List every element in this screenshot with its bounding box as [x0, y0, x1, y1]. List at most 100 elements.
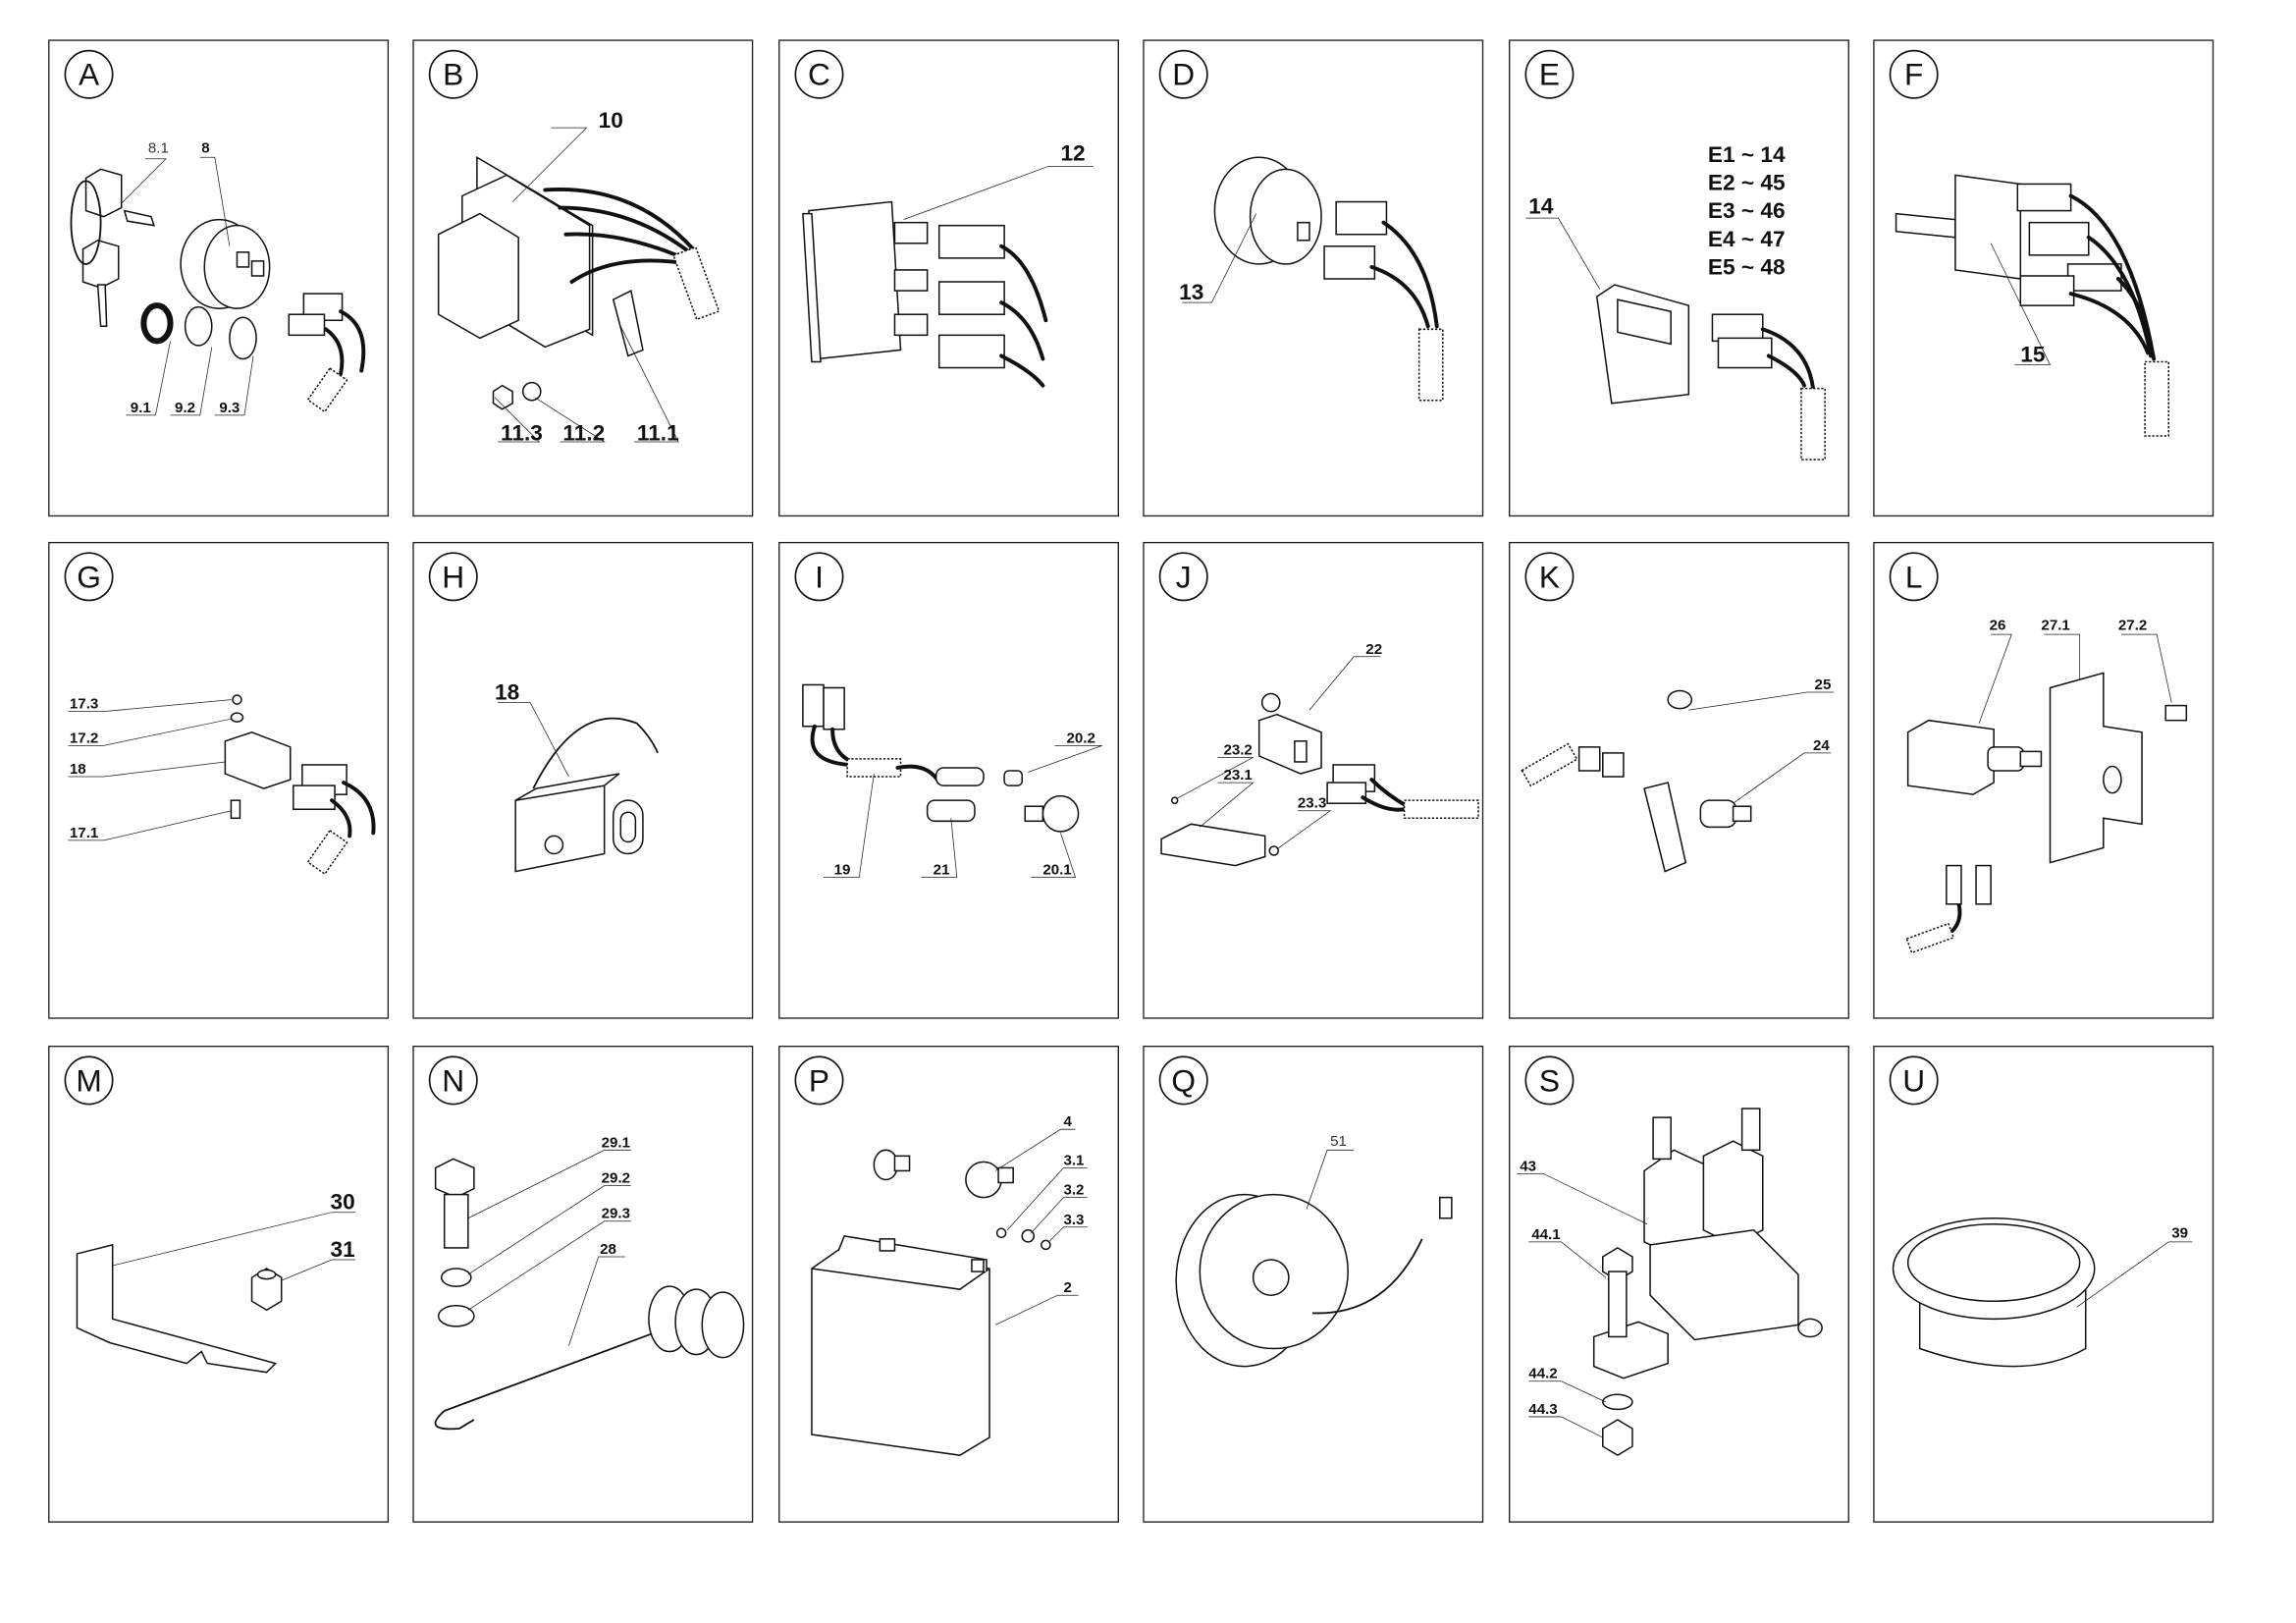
- callout-label: 11.3: [501, 420, 543, 445]
- callout-label: 39: [2171, 1224, 2188, 1241]
- callout-label: 27.2: [2118, 618, 2147, 634]
- callout-label: 23.2: [1223, 741, 1252, 758]
- push-switch-illustration: [1521, 689, 1752, 873]
- callout-label: 51: [1330, 1133, 1347, 1150]
- callout-label: 8.1: [148, 140, 169, 157]
- washer-9-3: [229, 316, 257, 360]
- callout-label: 2: [1063, 1279, 1071, 1296]
- panel-letter: F: [1904, 57, 1923, 92]
- callout-label: 43: [1520, 1158, 1536, 1174]
- panel-letter: Q: [1171, 1062, 1196, 1098]
- callout-label: 44.1: [1531, 1226, 1560, 1243]
- relay-illustration: [224, 694, 376, 876]
- callout-label: 44.3: [1528, 1401, 1557, 1418]
- callout-label: 28: [600, 1241, 616, 1258]
- key-pair-illustration: [70, 168, 156, 328]
- callout-label: 18: [495, 680, 519, 705]
- panel-letter: E: [1539, 57, 1560, 92]
- wrench-illustration: [76, 1243, 283, 1374]
- pressure-switch-illustration: [1160, 692, 1479, 867]
- panel-e: E E1 ~ 14 E2 ~ 45 E3 ~ 46 E4 ~ 47 E5 ~ 4…: [1509, 39, 1849, 517]
- panel-j: J 22 23.2 23.1 23.3: [1143, 541, 1484, 1019]
- button-and-bracket-illustration: [1905, 672, 2188, 954]
- panel-m: M 30 31: [48, 1046, 390, 1523]
- callout-label: 25: [1815, 676, 1832, 693]
- callout-label: 24: [1813, 737, 1830, 754]
- nut-9-2: [184, 305, 213, 347]
- callout-label: 30: [331, 1190, 355, 1215]
- callout-label: 3.1: [1063, 1152, 1084, 1168]
- callout-label: 15: [2020, 343, 2045, 367]
- connector-harness: [288, 293, 366, 413]
- callout-label: 29.1: [602, 1134, 630, 1151]
- callout-label: 17.2: [70, 730, 98, 746]
- callout-label: 20.1: [1042, 862, 1071, 879]
- panel-letter: D: [1172, 57, 1195, 92]
- panel-letter: P: [809, 1062, 829, 1098]
- variant-item: E5 ~ 48: [1708, 254, 1786, 279]
- variant-list: E1 ~ 14 E2 ~ 45 E3 ~ 46 E4 ~ 47 E5 ~ 48: [1708, 142, 1786, 280]
- panel-p: P 4 3.1 3.2 3.3 2: [778, 1046, 1119, 1523]
- callout-label: 3.2: [1063, 1182, 1084, 1199]
- callout-label: 9.1: [131, 400, 151, 416]
- panel-i: I 20.2 19 21 20.1: [778, 541, 1119, 1019]
- callout-label: 21: [934, 862, 950, 879]
- panel-b: B 10 11.3 11.2 11.1: [412, 39, 754, 517]
- variant-item: E4 ~ 47: [1708, 227, 1786, 251]
- callout-label: 26: [1990, 618, 2006, 634]
- callout-label: 22: [1365, 641, 1382, 658]
- callout-label: 11.1: [637, 420, 679, 445]
- callout-label: 18: [70, 761, 86, 778]
- callout-label: 8: [201, 140, 209, 157]
- panel-letter: N: [442, 1062, 464, 1098]
- panel-q: Q 51: [1143, 1046, 1484, 1523]
- bolt-spring-illustration: [434, 1158, 745, 1431]
- cap-illustration: [1892, 1217, 2096, 1368]
- callout-label: 9.3: [219, 400, 240, 416]
- callout-label: 9.2: [175, 400, 195, 416]
- callout-label: 14: [1528, 194, 1554, 219]
- panel-s: S 43 44.1 44.2 44.3: [1509, 1046, 1849, 1523]
- switch-illustration: [802, 200, 1048, 388]
- panel-letter: S: [1539, 1062, 1560, 1098]
- callout-label: 12: [1060, 140, 1085, 165]
- panel-d: D 13: [1143, 39, 1484, 517]
- callout-label: 31: [331, 1237, 355, 1262]
- buzzer-illustration: [1213, 156, 1444, 402]
- toggle-switch-illustration: [1895, 174, 2169, 437]
- panel-letter: L: [1905, 559, 1923, 594]
- panel-letter: U: [1902, 1062, 1925, 1098]
- callout-label: 29.3: [602, 1206, 630, 1222]
- panel-letter: C: [808, 57, 830, 92]
- micro-switch-illustration: [514, 717, 659, 873]
- panel-letter: J: [1176, 559, 1192, 594]
- callout-label: 23.3: [1298, 795, 1326, 812]
- callout-label: 13: [1179, 280, 1203, 304]
- lamp-holder-illustration: [802, 683, 1080, 833]
- ignition-switch-illustration: [180, 218, 271, 309]
- callout-label: 29.2: [602, 1170, 630, 1187]
- panel-letter: G: [77, 559, 101, 594]
- callout-label: 11.2: [562, 420, 605, 445]
- panel-letter: A: [79, 57, 100, 92]
- battery-illustration: [811, 1149, 1051, 1456]
- panel-h: H 18: [412, 541, 754, 1019]
- variant-item: E2 ~ 45: [1708, 170, 1786, 194]
- callout-label: 17.3: [70, 696, 98, 713]
- variant-item: E1 ~ 14: [1708, 142, 1786, 167]
- panel-f: F 15: [1873, 39, 2215, 517]
- panel-letter: K: [1539, 559, 1560, 594]
- callout-label: 44.2: [1528, 1366, 1557, 1382]
- callout-label: 10: [599, 108, 623, 133]
- callout-label: 27.1: [2041, 618, 2069, 634]
- panel-letter: M: [76, 1062, 101, 1098]
- panel-letter: I: [815, 559, 824, 594]
- panel-g: G 17.3 17.2 18 17.1: [48, 541, 390, 1019]
- callout-label: 17.1: [70, 825, 98, 841]
- rocker-switch-illustration: [1595, 284, 1826, 460]
- panel-letter: H: [442, 559, 464, 594]
- panel-l: L 26 27.1 27.2: [1873, 541, 2215, 1019]
- panel-n: N 29.1 29.2 29.3 28: [412, 1046, 754, 1523]
- callout-label: 23.1: [1223, 767, 1252, 784]
